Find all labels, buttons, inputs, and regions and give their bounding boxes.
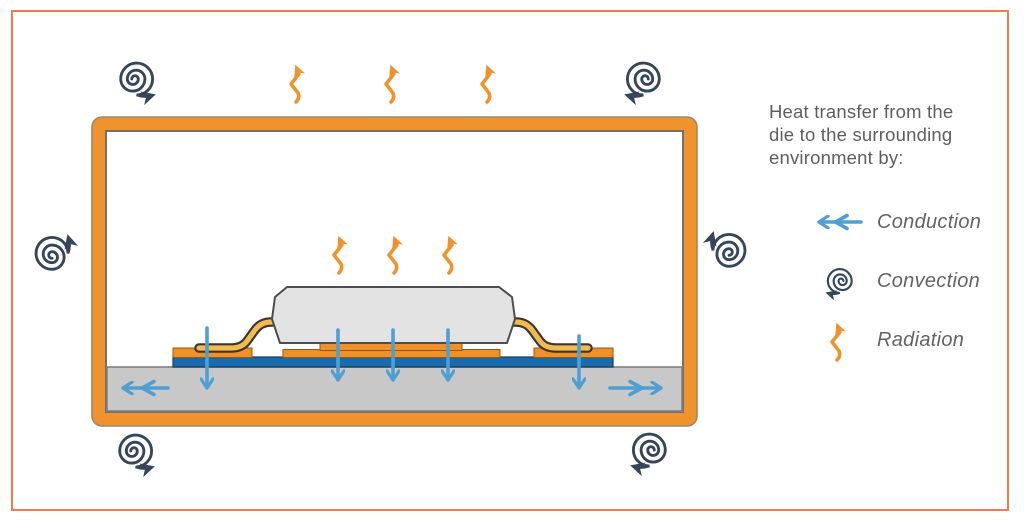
- convection-spiral-icon: [828, 269, 852, 294]
- legend-label-conduction: Conduction: [877, 211, 982, 233]
- convection-swirl-icon: [627, 63, 659, 96]
- legend-label-convection: Convection: [877, 270, 981, 292]
- convection-swirl-icon: [121, 63, 153, 96]
- package-leads: [194, 317, 593, 353]
- radiation-arrow-icon: [291, 69, 299, 102]
- conduction-left-arrow-chevron: [138, 379, 156, 397]
- convection-swirl-icon: [36, 237, 69, 269]
- die-package-body: [271, 286, 516, 344]
- legend-symbols: [821, 213, 863, 361]
- legend-label-radiation: Radiation: [877, 329, 965, 351]
- conduction-double-arrow-icon: [821, 213, 863, 231]
- convection-swirl-icon: [633, 434, 665, 467]
- radiation-arrow-icon: [482, 69, 490, 102]
- lead-right: [499, 319, 591, 351]
- legend-heading: Heat transfer from the die to the surrou…: [769, 101, 954, 168]
- conduction-right-arrow-chevron: [628, 379, 646, 397]
- lead-left: [196, 319, 288, 351]
- convection-swirl-icon: [120, 435, 152, 468]
- radiation-arrow-icon: [386, 69, 394, 102]
- radiation-zigzag-arrow-icon: [832, 327, 840, 360]
- convection-swirl-icon: [712, 234, 745, 266]
- conduction-arrows: [125, 326, 659, 397]
